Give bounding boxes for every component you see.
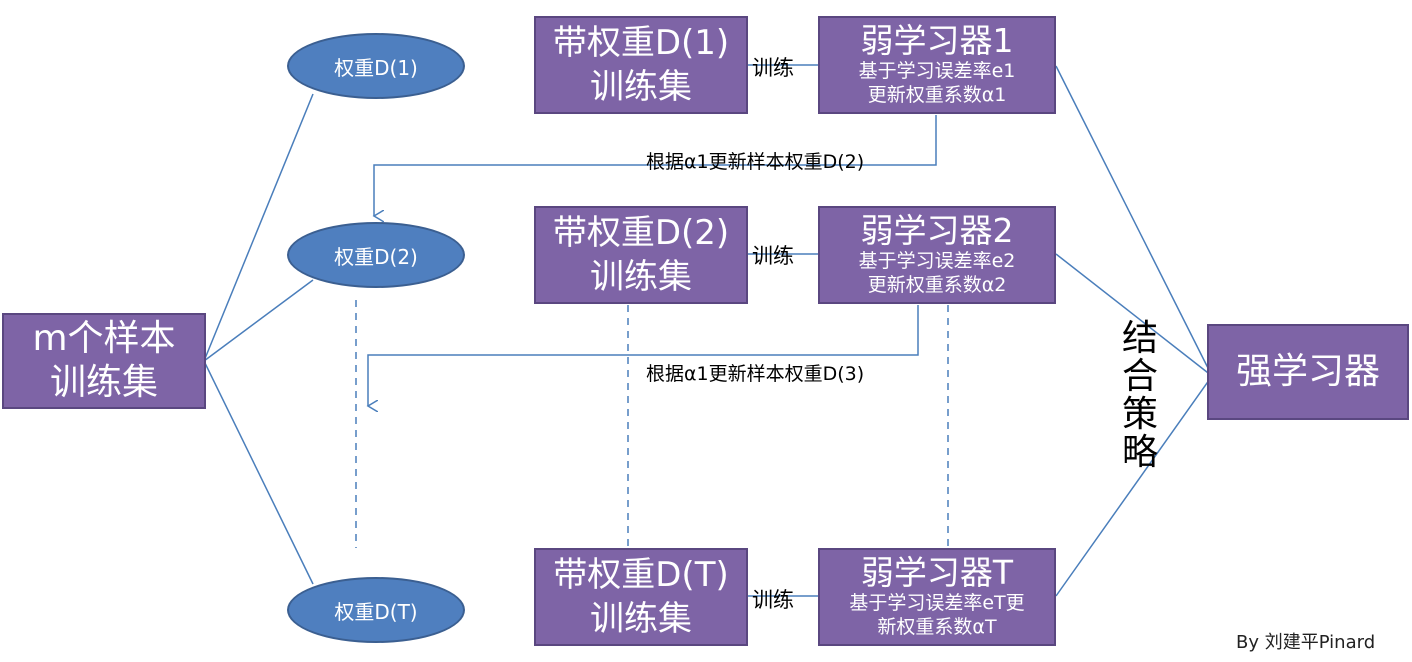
update-label-1: 根据α1更新样本权重D(2) — [646, 151, 865, 173]
weighted-set-1-line1: 带权重D(1) — [552, 23, 730, 63]
weak-learner-1-line2: 更新权重系数α1 — [867, 84, 1007, 106]
weight-ellipse-2: 权重D(2) — [287, 222, 465, 288]
weak-learner-T-title: 弱学习器T — [860, 553, 1014, 592]
connector-source-weightT — [203, 360, 314, 585]
weighted-set-2: 带权重D(2) 训练集 — [534, 206, 748, 304]
weighted-set-2-line2: 训练集 — [590, 257, 692, 297]
train-label-T: 训练 — [752, 588, 794, 612]
train-label-2: 训练 — [752, 244, 794, 268]
update-arrow-1 — [374, 115, 937, 216]
weighted-set-2-line1: 带权重D(2) — [552, 213, 730, 253]
combine-strategy-char-2: 合 — [1121, 356, 1158, 397]
combine-strategy-char-4: 略 — [1121, 432, 1158, 473]
weak-learner-2-line1: 基于学习误差率e2 — [858, 250, 1016, 272]
source-training-set: m个样本 训练集 — [2, 313, 206, 409]
connector-source-weight1 — [203, 93, 314, 362]
train-label-1: 训练 — [752, 56, 794, 80]
connector-learnerT-strong — [1055, 375, 1213, 597]
weak-learner-2-title: 弱学习器2 — [860, 211, 1014, 250]
weak-learner-T-line1: 基于学习误差率eT更 — [849, 592, 1025, 614]
weak-learner-T-line2: 新权重系数αT — [877, 616, 997, 638]
weight-ellipse-T: 权重D(T) — [287, 577, 465, 643]
connector-learner2-strong — [1055, 253, 1213, 377]
strong-learner: 强学习器 — [1207, 324, 1409, 420]
combine-strategy-char-3: 策 — [1121, 394, 1158, 435]
source-line2: 训练集 — [49, 362, 158, 403]
update-label-2: 根据α1更新样本权重D(3) — [646, 363, 865, 385]
weak-learner-2-line2: 更新权重系数α2 — [867, 274, 1007, 296]
source-line1: m个样本 — [32, 318, 176, 359]
weak-learner-T: 弱学习器T 基于学习误差率eT更 新权重系数αT — [818, 548, 1056, 646]
weighted-set-1: 带权重D(1) 训练集 — [534, 16, 748, 114]
strong-learner-label: 强学习器 — [1235, 351, 1380, 392]
author-credit: By 刘建平Pinard — [1236, 632, 1376, 653]
weak-learner-2: 弱学习器2 基于学习误差率e2 更新权重系数α2 — [818, 206, 1056, 304]
connector-learner1-strong — [1055, 65, 1213, 377]
combine-strategy-char-1: 结 — [1121, 318, 1158, 359]
weighted-set-T-line1: 带权重D(T) — [553, 555, 729, 595]
weight-ellipse-1: 权重D(1) — [287, 33, 465, 99]
weak-learner-1-title: 弱学习器1 — [860, 21, 1014, 60]
combine-strategy-label: 结 合 策 略 — [1120, 320, 1160, 472]
weighted-set-T-line2: 训练集 — [590, 599, 692, 639]
weak-learner-1: 弱学习器1 基于学习误差率e1 更新权重系数α1 — [818, 16, 1056, 114]
weighted-set-1-line2: 训练集 — [590, 67, 692, 107]
update-arrow-2 — [368, 305, 919, 406]
weak-learner-1-line1: 基于学习误差率e1 — [858, 60, 1016, 82]
connector-source-weight2 — [203, 279, 314, 362]
weighted-set-T: 带权重D(T) 训练集 — [534, 548, 748, 646]
